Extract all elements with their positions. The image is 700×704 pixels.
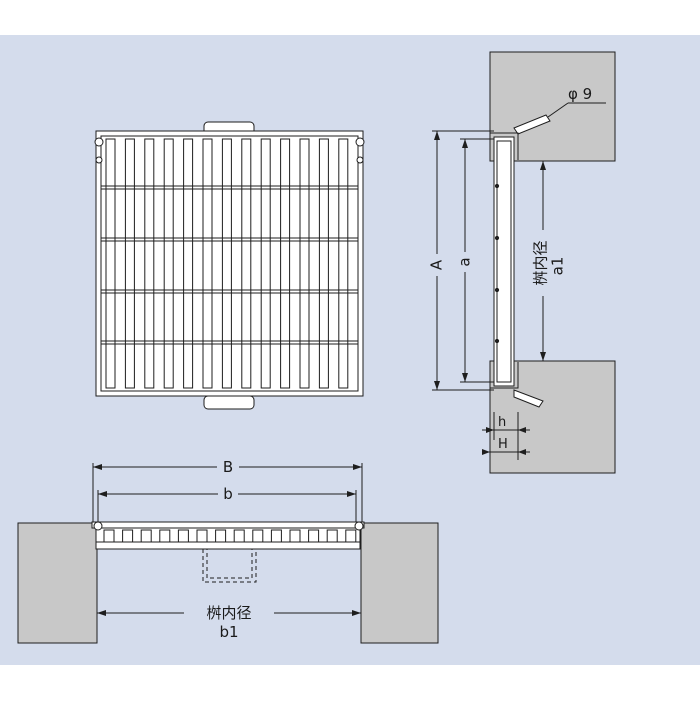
label-A-bg <box>428 254 446 276</box>
front-bar <box>215 529 227 543</box>
arrow-a-top <box>462 139 468 148</box>
grating-side-dots <box>494 183 500 344</box>
top-anchor <box>513 114 551 135</box>
label-phi9: φ 9 <box>568 85 592 103</box>
front-bar <box>308 529 320 543</box>
bearing-bar <box>221 138 232 389</box>
hinge-pin-left-mid <box>95 156 103 164</box>
arrow-A-top <box>434 131 440 140</box>
bearing-bar <box>105 138 116 389</box>
cross-bar-dot <box>494 338 500 344</box>
front-bar <box>196 529 208 543</box>
bearing-bar <box>144 138 155 389</box>
bearing-bar <box>318 138 329 389</box>
cross-bar-dot <box>494 287 500 293</box>
front-bar <box>270 529 282 543</box>
arrow-h-right <box>518 427 526 433</box>
hinge-pin-right-top <box>355 137 365 147</box>
label-a: a <box>456 257 474 266</box>
front-bar <box>122 529 134 543</box>
bearing-bar <box>124 138 135 389</box>
front-bar <box>103 529 115 543</box>
front-arrows <box>93 464 362 616</box>
front-bar <box>326 529 338 543</box>
arrow-B-right <box>353 464 362 470</box>
bearing-bar <box>280 138 291 389</box>
label-B: B <box>223 458 233 476</box>
front-pin-left <box>93 521 103 531</box>
arrow-a1-top <box>540 161 546 170</box>
side-section <box>489 51 616 474</box>
arrow-H-right <box>518 449 526 455</box>
arrow-b1-right <box>352 610 361 616</box>
bearing-bar <box>163 138 174 389</box>
grating-cross-bars <box>101 185 358 345</box>
front-bar <box>159 529 171 543</box>
frame-lip-top <box>490 132 519 160</box>
front-bar <box>345 529 357 543</box>
label-a-bg <box>456 252 474 272</box>
label-A: A <box>428 259 446 270</box>
bearing-bar <box>338 138 349 389</box>
bottom-anchor <box>513 389 544 408</box>
top-view-grating <box>94 121 365 410</box>
label-b1: b1 <box>219 623 238 641</box>
arrow-a1-bottom <box>540 352 546 361</box>
side-arrows <box>434 131 546 455</box>
label-inner-diameter-side: 桝内径 <box>532 240 550 285</box>
frame-lip-bottom <box>490 362 519 389</box>
front-bar <box>252 529 264 543</box>
arrow-H-left <box>482 449 490 455</box>
front-bar <box>233 529 245 543</box>
front-bar <box>140 529 152 543</box>
bearing-bar <box>299 138 310 389</box>
arrow-h-left <box>486 427 494 433</box>
hinge-pin-right-mid <box>356 156 364 164</box>
front-grating-bars <box>103 529 357 543</box>
label-H: H <box>498 437 508 452</box>
bearing-bar <box>183 138 194 389</box>
front-section <box>17 521 439 644</box>
bearing-bar <box>202 138 213 389</box>
arrow-B-left <box>93 464 102 470</box>
arrow-b-right <box>347 491 356 497</box>
phi9-leader <box>547 102 569 118</box>
arrow-a-bottom <box>462 373 468 382</box>
arrow-b-left <box>98 491 107 497</box>
front-bar <box>177 529 189 543</box>
left-wall <box>17 522 98 644</box>
front-pin-right <box>354 521 364 531</box>
label-h: h <box>498 415 506 430</box>
front-handle-dashed-inner <box>206 548 253 579</box>
bottom-handle <box>203 395 255 410</box>
cross-bar-dot <box>494 235 500 241</box>
front-handle-dashed <box>202 548 257 583</box>
front-grating-body <box>95 527 361 550</box>
label-b: b <box>223 485 233 503</box>
arrow-A-bottom <box>434 381 440 390</box>
grating-bars <box>105 138 349 389</box>
front-bar <box>289 529 301 543</box>
label-inner-diameter-front: 桝内径 <box>206 604 251 622</box>
right-wall <box>360 522 439 644</box>
arrow-b1-left <box>97 610 106 616</box>
front-grating-frame <box>91 521 365 529</box>
cross-bar-dot <box>494 183 500 189</box>
hinge-pin-left-top <box>94 137 104 147</box>
bearing-bar <box>241 138 252 389</box>
grating-side-inner <box>496 140 512 383</box>
label-a1: a1 <box>549 257 567 276</box>
front-dimension-lines <box>92 463 363 614</box>
bearing-bar <box>260 138 271 389</box>
